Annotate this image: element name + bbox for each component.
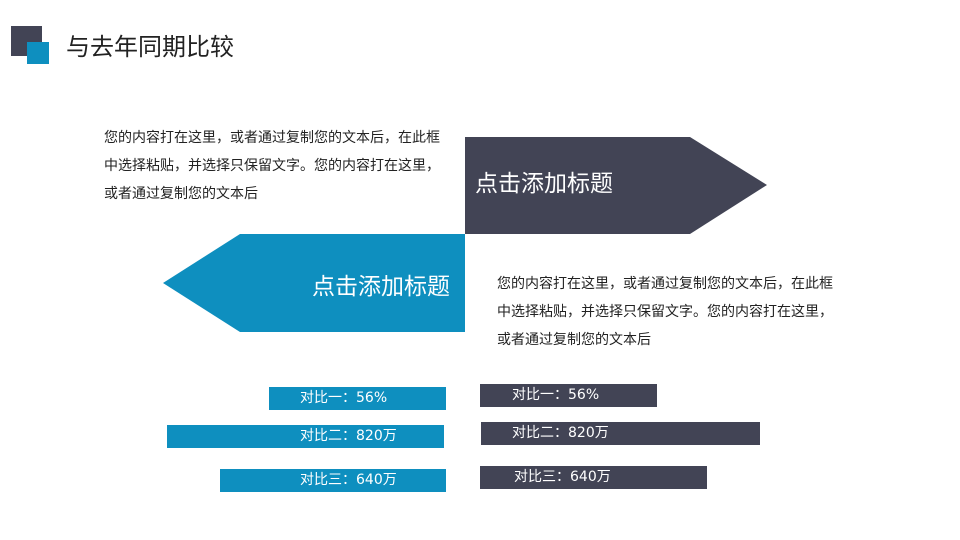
- page-title: 与去年同期比较: [66, 33, 234, 61]
- right-comparison-bar-3: 对比三：640万: [480, 466, 707, 489]
- right-arrow-shape: [465, 137, 767, 234]
- bar-label: 对比一：56%: [512, 387, 600, 403]
- right-comparison-bar-1: 对比一：56%: [480, 384, 657, 407]
- left-comparison-bar-2: 对比二：820万: [167, 425, 444, 448]
- left-arrow-title[interactable]: 点击添加标题: [312, 274, 450, 300]
- bar-label: 对比三：640万: [514, 469, 611, 485]
- left-comparison-bar-3: 对比三：640万: [220, 469, 446, 492]
- left-comparison-bar-1: 对比一：56%: [269, 387, 446, 410]
- right-comparison-bar-2: 对比二：820万: [481, 422, 760, 445]
- text-block-top: 您的内容打在这里，或者通过复制您的文本后，在此框中选择粘贴，并选择只保留文字。您…: [104, 130, 440, 202]
- left-arrow-shape: [163, 234, 465, 332]
- text-block-bottom: 您的内容打在这里，或者通过复制您的文本后，在此框中选择粘贴，并选择只保留文字。您…: [497, 276, 833, 348]
- bar-label: 对比一：56%: [300, 390, 388, 406]
- bar-label: 对比三：640万: [300, 472, 397, 488]
- right-arrow-title[interactable]: 点击添加标题: [475, 171, 613, 197]
- bar-label: 对比二：820万: [300, 428, 397, 444]
- title-decor-square-blue: [27, 42, 49, 64]
- bar-label: 对比二：820万: [512, 425, 609, 441]
